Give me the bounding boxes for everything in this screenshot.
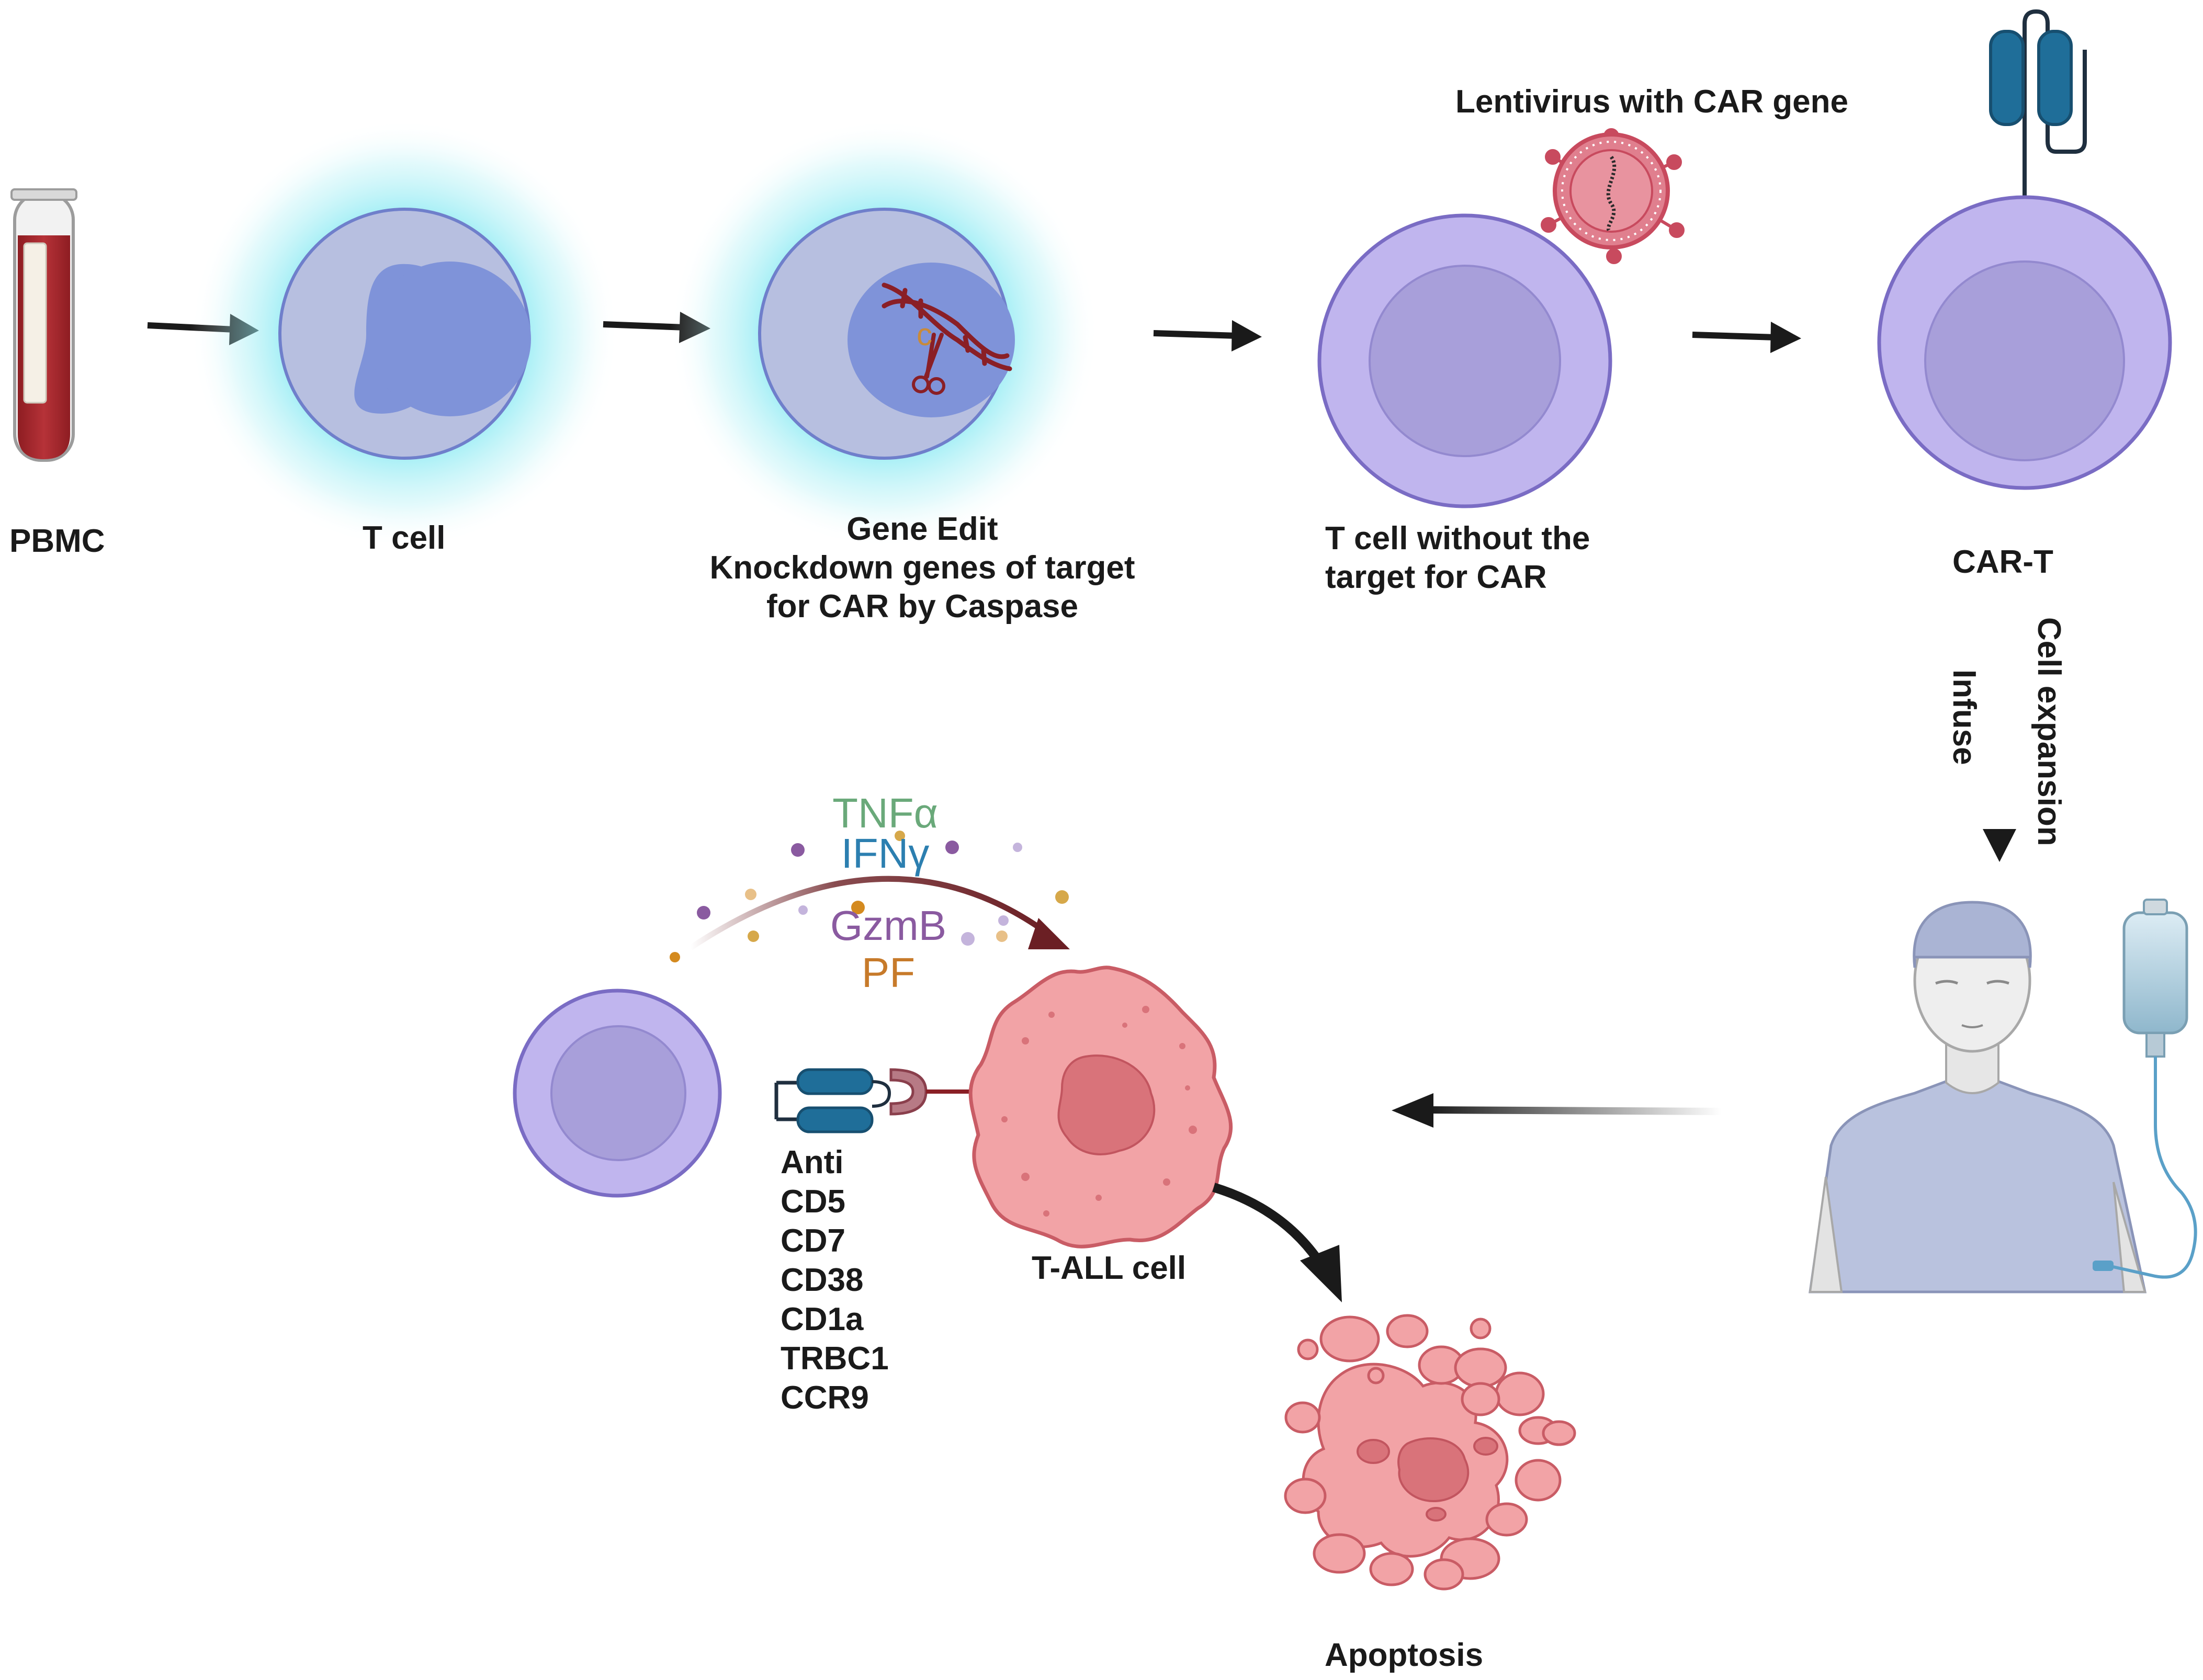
antigen-item: CD5 (781, 1184, 846, 1220)
apoptotic-nucleus-fragments (1357, 1437, 1498, 1522)
effector-car-t-cell-icon (513, 989, 722, 1198)
arrow-gene-edit-to-tcell-without (1153, 320, 1262, 351)
gene-edit-label: Gene Edit Knockdown genes of target for … (710, 510, 1135, 626)
t-all-cell-label: T-ALL cell (1032, 1250, 1187, 1286)
infuse-label: Infuse (1946, 669, 1982, 765)
arrow-to-apoptosis (1212, 1183, 1342, 1302)
car-t-label: CAR-T (1952, 544, 2053, 580)
cytokine-ifn-gamma: IFNγ (841, 830, 930, 877)
antigen-item: CD7 (781, 1223, 846, 1259)
t-all-cell-icon (968, 966, 1233, 1248)
t-cell-without-target-label: T cell without the target for CAR (1325, 519, 1590, 597)
iv-drip-icon (2093, 899, 2197, 1279)
lentivirus-label: Lentivirus with CAR gene (1455, 84, 1848, 120)
antigen-item: CCR9 (781, 1380, 869, 1416)
arrow-to-car-t (1692, 322, 1801, 353)
arrow-patient-to-effector (1392, 1093, 1722, 1128)
lentivirus-icon (1541, 128, 1685, 264)
apoptotic-cell-icon (1284, 1314, 1576, 1591)
antigen-item: TRBC1 (781, 1341, 889, 1377)
antigen-item: CD1a (781, 1301, 864, 1337)
pbmc-label: PBMC (9, 523, 105, 559)
gene-edit-line3: for CAR by Caspase (766, 588, 1079, 625)
cell-expansion-label: Cell expansion (2031, 617, 2067, 846)
t-cell-label: T cell (363, 520, 446, 556)
car-t-cell-icon (1877, 9, 2172, 490)
apoptosis-label: Apoptosis (1325, 1637, 1484, 1673)
t-cell-without-line2: target for CAR (1325, 559, 1547, 595)
antigen-list: Anti CD5 CD7 CD38 CD1a TRBC1 CCR9 (781, 1143, 889, 1417)
cytokine-tnf-alpha: TNFα (832, 790, 938, 836)
gene-edit-line2: Knockdown genes of target (709, 550, 1135, 586)
antigen-item: CD38 (781, 1262, 864, 1298)
t-cell-without-line1: T cell without the (1325, 520, 1590, 557)
t-cell-without-target-icon (1317, 213, 1612, 508)
cytokine-granzyme-b: GzmB (830, 902, 947, 949)
patient-icon (1809, 901, 2147, 1293)
car-receptor-binding-icon (774, 1068, 984, 1133)
cytokine-particles (670, 831, 1069, 962)
cytokine-perforin: PF (861, 949, 916, 996)
dna-scissors-icon: c (882, 282, 1012, 395)
gene-edit-title: Gene Edit (846, 511, 998, 547)
antigen-item: Anti (781, 1144, 844, 1180)
t-cell-icon (190, 119, 619, 548)
arrow-expansion-infuse (1983, 649, 2016, 862)
blood-tube-icon (10, 188, 77, 462)
gene-edit-cell-icon (670, 119, 1099, 548)
svg-text:c: c (917, 317, 932, 352)
cytotoxic-arc-arrow (688, 876, 1070, 950)
